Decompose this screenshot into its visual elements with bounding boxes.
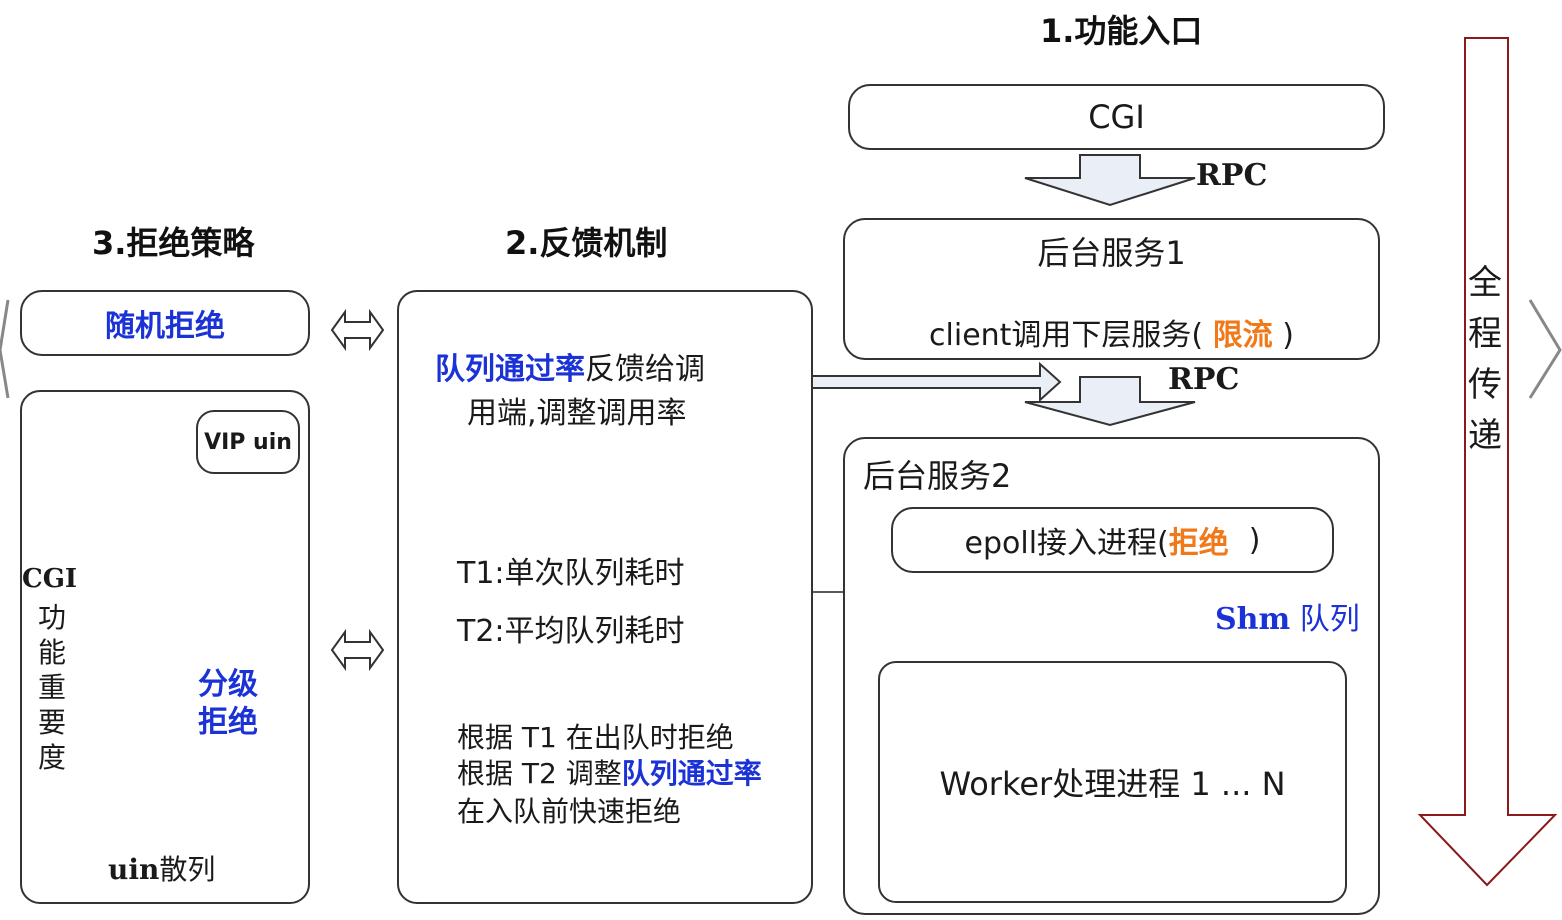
pass-rate-label: 队列通过率 [435, 352, 585, 387]
epoll-process-box: epoll接入进程( 拒绝 ) [891, 507, 1334, 573]
queue-label: 队列 [1299, 602, 1360, 637]
rpc-label-1: RPC [1196, 158, 1268, 193]
shm-label: Shm [1215, 602, 1291, 637]
y-axis-char-2: 能 [38, 636, 67, 669]
epoll-reject-label: 拒绝 [1168, 526, 1229, 561]
graded-label-1: 分级 [198, 667, 258, 702]
cgi-box: CGI [848, 84, 1385, 150]
double-arrow-bottom [330, 628, 385, 672]
graded-reject-label: 分级 拒绝 [198, 666, 258, 741]
y-axis-char-5: 度 [38, 741, 67, 774]
feedback-line-1-rest: 反馈给调 [585, 352, 705, 387]
shm-queue-label: Shm 队列 [1215, 594, 1360, 638]
graded-reject-box: VIP uin CGI 功 能 重 要 度 分级 拒绝 uin散列 [20, 390, 310, 904]
feedback-line-1: 队列通过率反馈给调 [435, 344, 705, 388]
vip-uin-label: VIP uin [204, 429, 292, 455]
x-axis-hash: 散列 [159, 853, 216, 886]
rule-3: 在入队前快速拒绝 [457, 795, 682, 828]
backend-service-2-box: 后台服务2 epoll接入进程( 拒绝 ) Worker处理进程 1 ... N [843, 437, 1380, 915]
random-reject-label: 随机拒绝 [105, 309, 225, 344]
worker-process-box: Worker处理进程 1 ... N [878, 661, 1347, 903]
vip-uin-box: VIP uin [196, 410, 300, 474]
chevron-left-icon [0, 299, 10, 399]
t1-label: T1:单次队列耗时 [457, 556, 685, 591]
t2-label: T2:平均队列耗时 [457, 614, 685, 649]
rate-limit-label: 限流 [1212, 318, 1273, 353]
heading-feedback-mechanism: 2.反馈机制 [505, 224, 668, 262]
service2-title: 后台服务2 [863, 457, 1012, 495]
rule-2-pass-rate: 队列通过率 [621, 757, 762, 790]
full-process-arrow [1417, 37, 1558, 887]
heading-function-entry: 1.功能入口 [1040, 12, 1203, 50]
side-char-3: 传 [1468, 365, 1502, 405]
down-arrow-rpc1 [1024, 154, 1196, 207]
service1-call-line: client调用下层服务( 限流 ) [845, 310, 1378, 354]
double-arrow-top [330, 308, 385, 352]
y-axis-label: 功 能 重 要 度 [38, 600, 66, 775]
graded-label-2: 拒绝 [198, 704, 258, 740]
y-axis-cgi-label: CGI [22, 564, 78, 594]
random-reject-box: 随机拒绝 [20, 290, 310, 356]
rule-2: 根据 T2 调整队列通过率 [457, 752, 762, 792]
cgi-label: CGI [1088, 98, 1145, 136]
x-axis-uin: uin [108, 853, 160, 886]
service1-title: 后台服务1 [1037, 234, 1186, 272]
side-char-1: 全 [1468, 263, 1502, 303]
y-axis-char-3: 重 [38, 671, 67, 704]
side-char-4: 递 [1468, 416, 1502, 456]
y-axis-char-1: 功 [38, 601, 67, 634]
feedback-box: 队列通过率反馈给调 用端,调整调用率 T1:单次队列耗时 T2:平均队列耗时 根… [397, 290, 813, 904]
epoll-prefix: epoll接入进程( [964, 526, 1169, 561]
full-process-label: 全 程 传 递 [1468, 258, 1502, 462]
backend-service-1-box: 后台服务1 client调用下层服务( 限流 ) [843, 218, 1380, 360]
x-axis-label: uin散列 [108, 848, 215, 888]
worker-label: Worker处理进程 1 ... N [939, 765, 1286, 803]
rule-1: 根据 T1 在出队时拒绝 [457, 721, 734, 754]
rule-2-prefix: 根据 T2 调整 [457, 757, 622, 790]
feedback-line-2: 用端,调整调用率 [467, 396, 687, 431]
service1-call-suffix: ) [1282, 318, 1294, 353]
service1-call-prefix: client调用下层服务( [929, 318, 1204, 353]
y-axis-char-4: 要 [38, 706, 67, 739]
rpc-label-2: RPC [1168, 362, 1240, 397]
down-arrow-rpc2 [1024, 376, 1196, 427]
side-char-2: 程 [1468, 314, 1502, 354]
chevron-right-icon [1528, 299, 1562, 399]
heading-reject-strategy: 3.拒绝策略 [92, 224, 255, 262]
right-arrow-feedback [797, 361, 1062, 403]
epoll-suffix: ) [1248, 522, 1261, 558]
